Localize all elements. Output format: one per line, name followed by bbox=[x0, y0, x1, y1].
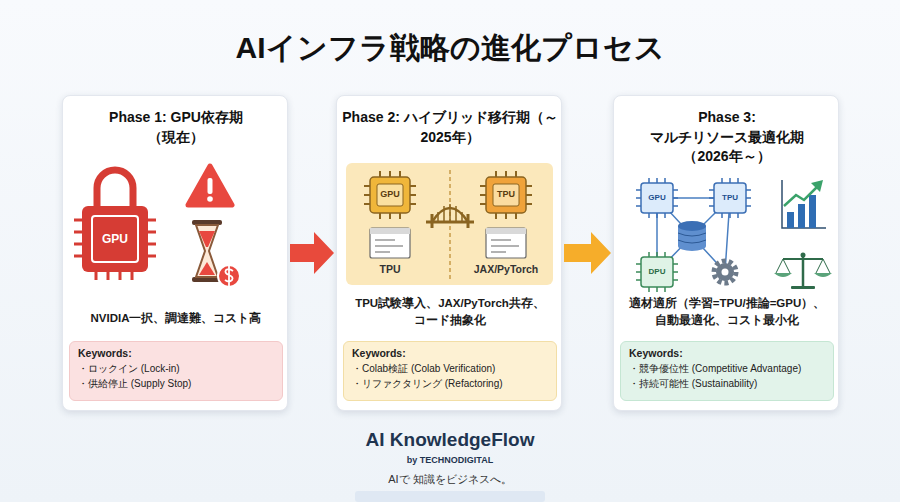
phase-card: Phase 1: GPU依存期（現在） NVIDIA一択、調達難、コスト高 Keyw… bbox=[62, 95, 288, 411]
keyword-item: ・供給停止 (Supply Stop) bbox=[78, 377, 282, 390]
chip-label: DPU bbox=[642, 267, 672, 277]
keyword-item: ・競争優位性 (Competitive Advantage) bbox=[629, 362, 833, 375]
phase-description: NVIDIA一択、調達難、コスト高 bbox=[67, 310, 285, 327]
brand-name: AI KnowledgeFlow bbox=[300, 429, 600, 452]
flow-arrow bbox=[564, 232, 611, 274]
keywords-box: Keywords:・競争優位性 (Competitive Advantage) ・… bbox=[620, 341, 834, 401]
phase-description: 適材適所（学習=TPU/推論=GPU）、 自動最適化、コスト最小化 bbox=[618, 295, 836, 330]
keyword-item: ・持続可能性 (Sustainability) bbox=[629, 377, 833, 390]
phase-heading: Phase 1: GPU依存期（現在） bbox=[101, 108, 251, 147]
phase-card: Phase 3: マルチリソース最適化期 （2026年～） 適材適所（学習=TPU… bbox=[613, 95, 839, 411]
keywords-heading: Keywords: bbox=[78, 347, 278, 361]
keyword-item: ・ロックイン (Lock-in) bbox=[78, 362, 282, 375]
phase-heading: Phase 2: ハイブリッド移行期（～2025年） bbox=[338, 108, 562, 147]
keywords-heading: Keywords: bbox=[352, 347, 552, 361]
chip-label: GPU bbox=[95, 232, 135, 246]
icon-caption: TPU bbox=[360, 263, 420, 276]
keywords-heading: Keywords: bbox=[629, 347, 829, 361]
keywords-box: Keywords:・ロックイン (Lock-in) ・供給停止 (Supply S… bbox=[69, 341, 283, 401]
flow-arrow bbox=[290, 232, 334, 274]
brand-byline: by TECHNODIGITAL bbox=[350, 455, 550, 466]
phase-description: TPU試験導入、JAX/PyTorch共存、 コード抽象化 bbox=[341, 295, 559, 330]
chip-label: GPU bbox=[372, 189, 408, 200]
chip-label: GPU bbox=[642, 193, 672, 203]
diagram-title: AIインフラ戦略の進化プロセス bbox=[0, 30, 900, 66]
chip-label: TPU bbox=[488, 189, 524, 200]
phase-heading: Phase 3: マルチリソース最適化期 （2026年～） bbox=[637, 108, 817, 167]
footer-bar bbox=[355, 491, 545, 502]
keyword-item: ・リファクタリング (Refactoring) bbox=[352, 377, 556, 390]
keyword-item: ・Colab検証 (Colab Verification) bbox=[352, 362, 556, 375]
brand-tagline: AIで 知識をビジネスへ。 bbox=[320, 473, 580, 486]
phase-card: Phase 2: ハイブリッド移行期（～2025年） TPU試験導入、JAX/Py… bbox=[336, 95, 562, 411]
icon-caption: JAX/PyTorch bbox=[461, 263, 551, 276]
chip-label: TPU bbox=[715, 193, 745, 203]
keywords-box: Keywords:・Colab検証 (Colab Verification) ・リ… bbox=[343, 341, 557, 401]
